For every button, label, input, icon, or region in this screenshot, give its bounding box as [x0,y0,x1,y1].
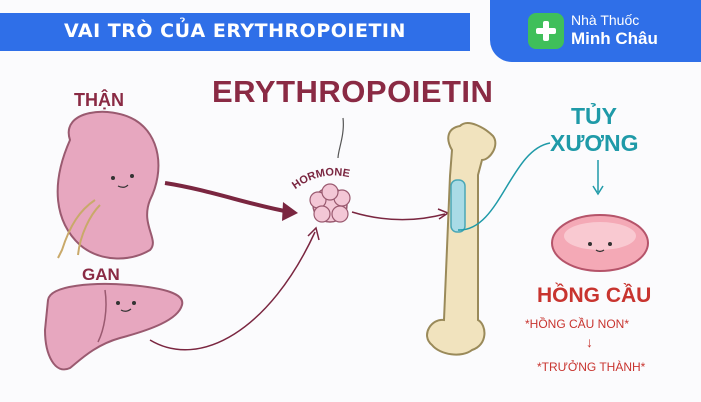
header-bar: VAI TRÒ CỦA ERYTHROPOIETIN Nhà Thuốc Min… [0,0,701,62]
kidney-illustration [56,110,160,260]
title-background [0,13,470,51]
mature-rbc-note: *TRƯỞNG THÀNH* [537,360,646,374]
liver-illustration [43,282,184,371]
brand-badge [490,0,701,62]
page-title: VAI TRÒ CỦA ERYTHROPOIETIN [64,20,406,42]
arrow-kidney-to-hormone [164,181,291,214]
down-arrow-icon: ↓ [586,334,593,350]
plus-icon [528,13,564,49]
arrowhead-rbc [592,185,604,196]
erythropoietin-label: ERYTHROPOIETIN [212,74,494,109]
femur-bone [426,122,497,356]
hormone-label: HORMONE [290,166,351,191]
bone-marrow-label-line2: XƯƠNG [550,130,639,156]
hormone-cluster [309,183,351,223]
red-blood-cell-label: HỒNG CẦU [537,284,652,307]
liver-label: GAN [82,265,120,284]
red-blood-cell-illustration [551,214,649,272]
marrow-connector-line [457,142,551,231]
brand-name-line1: Nhà Thuốc [571,12,640,28]
bone-marrow-label-line1: TỦY [571,103,617,129]
arrow-hormone-to-bone [351,211,446,221]
kidney-label: THẬN [74,90,124,110]
arrowhead-liver [307,226,320,241]
epo-connector-line [337,117,344,159]
immature-rbc-note: *HỒNG CẦU NON* [525,317,630,331]
brand-name-line2: Minh Châu [571,29,658,48]
arrow-liver-to-hormone [149,231,316,351]
arrowhead-kidney [282,202,298,221]
